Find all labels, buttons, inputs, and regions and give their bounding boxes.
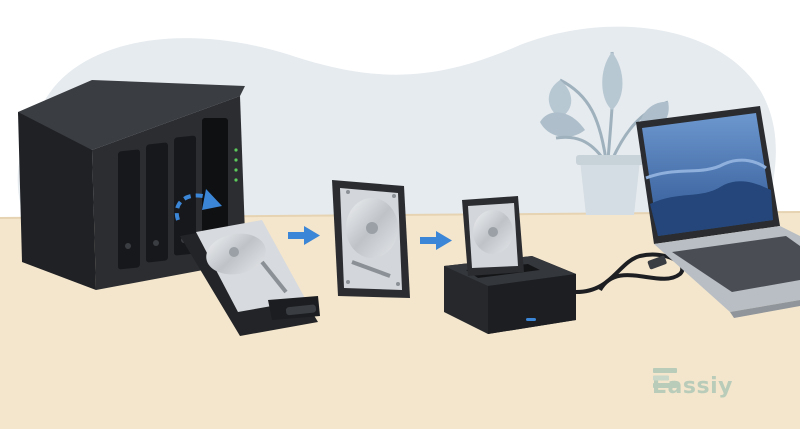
curved-arrow-icon xyxy=(174,189,222,221)
arrow-right-icon xyxy=(420,231,452,250)
dock-led xyxy=(526,318,536,321)
nas-enclosure xyxy=(18,80,246,290)
watermark: Eassiy xyxy=(652,366,792,406)
status-led xyxy=(234,148,238,152)
arrow-right-icon xyxy=(288,226,320,245)
hard-drive xyxy=(332,180,410,298)
hdd-docking-station xyxy=(444,196,576,334)
eassiy-logo-icon xyxy=(653,368,677,388)
laptop xyxy=(636,106,800,318)
potted-plant xyxy=(540,51,669,215)
drive-tray-with-hdd xyxy=(180,220,320,336)
